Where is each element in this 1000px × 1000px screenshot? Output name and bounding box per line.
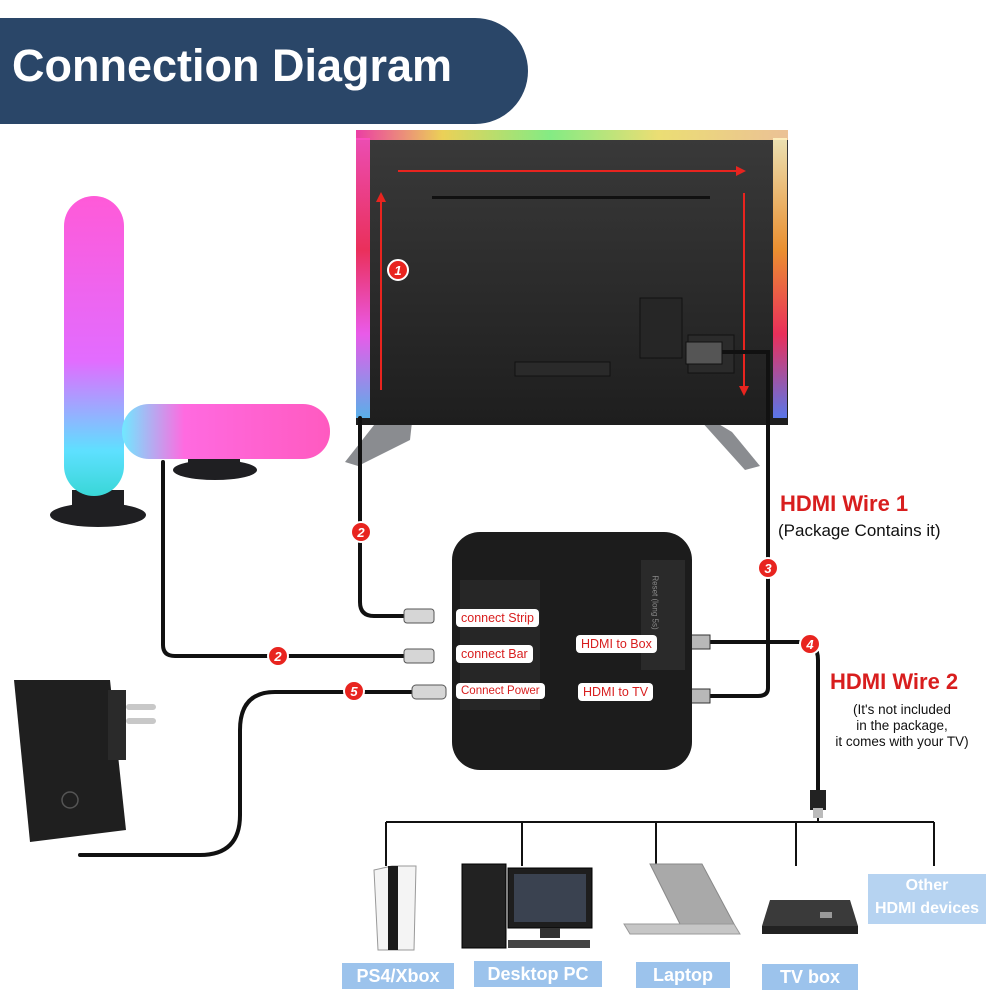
hdmi-wire-2-title: HDMI Wire 2 bbox=[830, 669, 959, 694]
cables bbox=[78, 350, 820, 857]
laptop-device bbox=[623, 863, 741, 935]
tv-stand bbox=[345, 420, 760, 470]
port-label-power: Connect Power bbox=[456, 683, 545, 699]
device-label-tv-box: TV box bbox=[762, 964, 858, 990]
step-badge-4: 4 bbox=[799, 633, 821, 655]
hdmi-wire-1-title: HDMI Wire 1 bbox=[780, 491, 909, 516]
title-banner bbox=[0, 18, 528, 124]
step-badge-2-bar: 2 bbox=[267, 645, 289, 667]
hdmi-wire-2-note-line: (It's not included bbox=[853, 702, 951, 717]
step-badge-2-strip: 2 bbox=[350, 521, 372, 543]
tv-back bbox=[356, 130, 788, 425]
light-bars bbox=[50, 196, 330, 527]
device-label-desktop-pc: Desktop PC bbox=[474, 961, 602, 987]
hdmi-wire-2-note-line: it comes with your TV) bbox=[835, 734, 969, 749]
step-badge-3: 3 bbox=[757, 557, 779, 579]
step-badge-1: 1 bbox=[387, 259, 409, 281]
power-adapter bbox=[14, 680, 156, 842]
reset-label: Reset (long 5s) bbox=[650, 575, 660, 630]
port-label-strip: connect Strip bbox=[456, 609, 539, 627]
device-label-ps4-xbox: PS4/Xbox bbox=[342, 963, 454, 989]
ps4-xbox-device bbox=[373, 865, 417, 951]
hdmi-wire-2-note-line: in the package, bbox=[856, 718, 948, 733]
hdmi-wire-2-note: (It's not included in the package, it co… bbox=[822, 702, 982, 750]
device-label-laptop: Laptop bbox=[636, 962, 730, 988]
hdmi-wire-1-note: (Package Contains it) bbox=[778, 521, 941, 540]
page-title: Connection Diagram bbox=[12, 40, 453, 91]
port-label-bar: connect Bar bbox=[456, 645, 533, 663]
tv-box-device bbox=[762, 900, 858, 934]
step-badge-5: 5 bbox=[343, 680, 365, 702]
port-label-hdmi-tv: HDMI to TV bbox=[578, 683, 654, 701]
device-label-other-hdmi: Other HDMI devices bbox=[868, 874, 986, 924]
cable-plugs bbox=[403, 341, 826, 818]
port-label-hdmi-box: HDMI to Box bbox=[576, 635, 657, 653]
desktop-pc-device bbox=[461, 863, 593, 949]
hdmi-distribution-tree bbox=[385, 818, 935, 866]
